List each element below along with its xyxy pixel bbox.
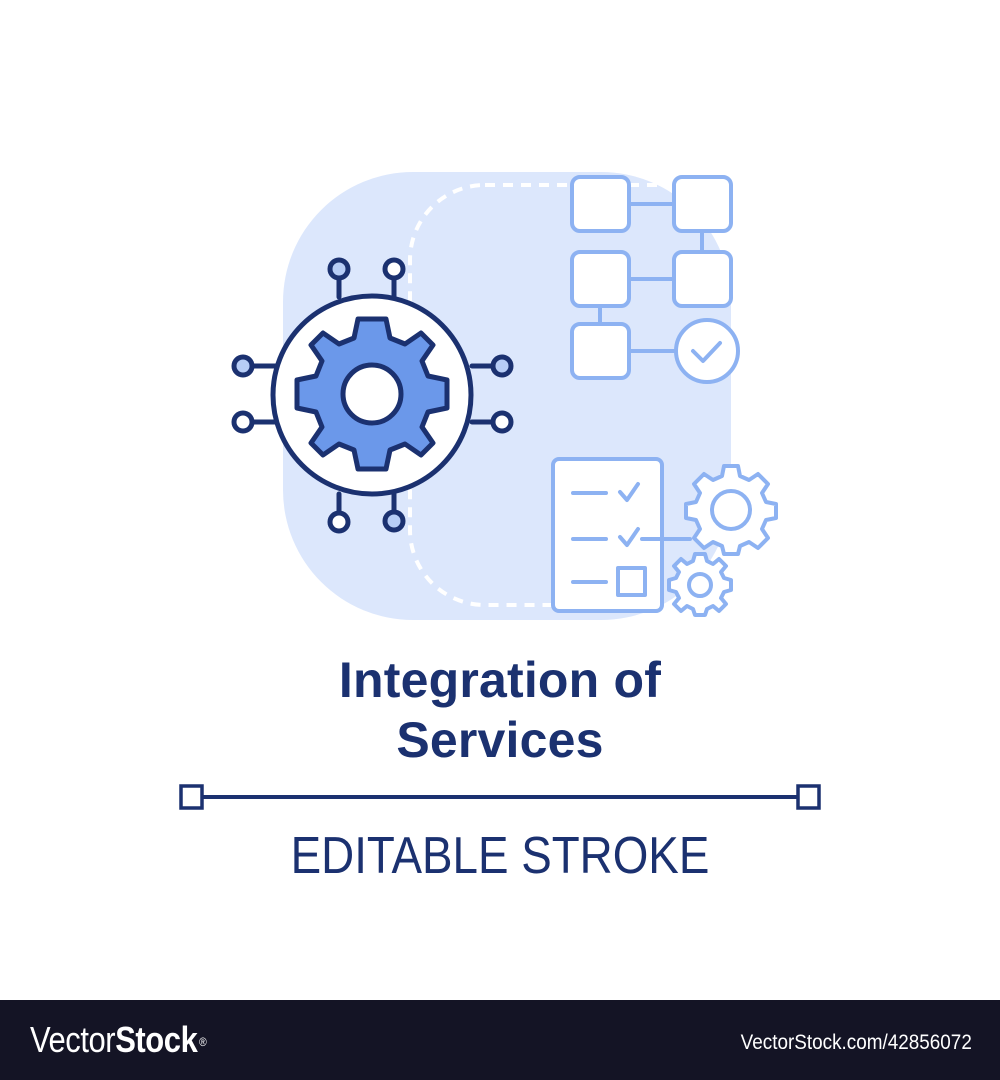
checkmark-circle-icon bbox=[674, 318, 740, 384]
watermark-footer: VectorStock® VectorStock.com/42856072 bbox=[0, 1000, 1000, 1080]
gear-icon bbox=[294, 316, 450, 472]
brand-bold: Stock bbox=[115, 1019, 198, 1060]
small-gear-icon bbox=[667, 552, 733, 617]
checklist-document-icon bbox=[551, 457, 692, 613]
title-line-1: Integration of bbox=[338, 652, 662, 708]
illustration-canvas: Integration of Services EDITABLE STROKE bbox=[179, 172, 821, 885]
stock-id-link[interactable]: VectorStock.com/42856072 bbox=[740, 1031, 972, 1054]
vectorstock-logo[interactable]: VectorStock® bbox=[30, 1019, 207, 1060]
brand-light: Vector bbox=[30, 1019, 116, 1060]
flowchart-blocks-icon bbox=[570, 175, 733, 380]
registered-mark: ® bbox=[199, 1035, 207, 1049]
title-line-2: Services bbox=[396, 712, 604, 768]
illustration-art bbox=[231, 172, 778, 620]
editable-stroke-label: EDITABLE STROKE bbox=[290, 827, 710, 885]
editable-stroke-divider bbox=[179, 784, 821, 810]
large-gear-icon bbox=[684, 464, 778, 556]
